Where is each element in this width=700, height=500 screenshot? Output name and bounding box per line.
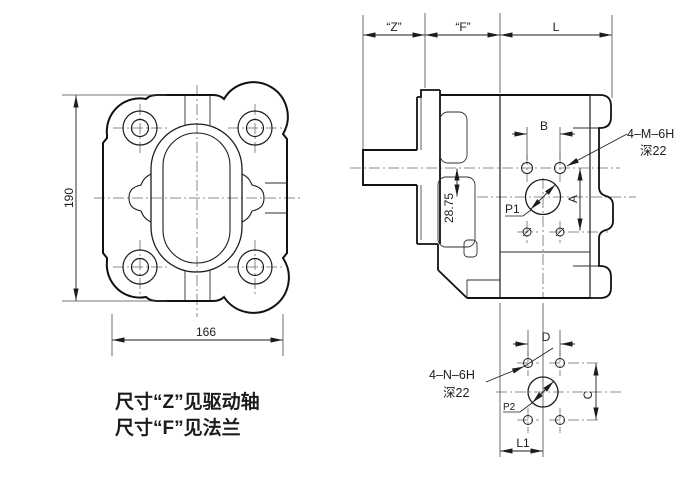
dim-b: B [512,119,575,160]
port-pattern-holes [523,358,565,425]
dim-height-label: 190 [62,188,76,208]
front-view: 190 166 [62,81,303,356]
front-body-outline [102,81,290,314]
thread-note-m: 4–M–6H 深22 [566,127,674,167]
thread-depth-m-label: 深22 [640,144,666,158]
side-view: “Z” “F” L [350,13,674,299]
drawing-notes: 尺寸“Z”见驱动轴 尺寸“F”见法兰 [115,390,260,439]
corner-bolt-bosses [122,110,273,285]
port-p1-callout: P1 [505,184,556,217]
mounting-flange [416,89,468,299]
center-boss [128,123,265,273]
dim-offset-2875: 28.75 [442,168,460,230]
side-groove-lines [265,182,287,214]
dim-l1-label: L1 [516,436,530,450]
pump-body [440,94,590,299]
dim-l-label: L [553,20,560,34]
side-view-centerlines [350,154,636,298]
dim-d: D [513,330,575,356]
port-p2-callout: P2 [503,381,554,413]
dim-c-label: C [581,390,595,399]
dim-width-label: 166 [196,325,216,339]
port-detail-view: P2 D C L1 4–N–6H 深22 [429,303,622,457]
projection-lines [499,303,544,457]
thread-note-n: 4–N–6H 深22 [429,347,554,400]
port-face-features [521,162,566,237]
dim-a-label: A [566,195,580,203]
dim-width-166: 166 [111,314,284,356]
dim-f-label: “F” [455,20,470,34]
port-p1-label: P1 [505,202,520,216]
port-p2-label: P2 [503,402,516,413]
dim-c: C [581,363,599,420]
note-line-1: 尺寸“Z”见驱动轴 [115,390,260,413]
rear-cover-outline [590,94,614,299]
dim-l1: L1 [500,436,543,454]
thread-depth-n-label: 深22 [443,386,469,400]
note-line-2: 尺寸“F”见法兰 [115,416,241,439]
boss-connector-lines [184,95,211,301]
dim-b-label: B [540,119,548,133]
thread-spec-n-label: 4–N–6H [429,368,475,382]
top-extension-lines [362,13,613,149]
dim-z-label: “Z” [386,20,401,34]
drive-shaft [362,149,417,186]
dim-d-label: D [542,330,551,344]
port-view-centerlines [496,351,622,433]
dim-top-row: “Z” “F” L [363,20,612,38]
thread-spec-m-label: 4–M–6H [627,127,674,141]
dim-a: A [566,168,583,231]
dim-offset-label: 28.75 [442,193,456,223]
dim-height-190: 190 [62,94,167,302]
body-joint-lines [499,95,591,298]
